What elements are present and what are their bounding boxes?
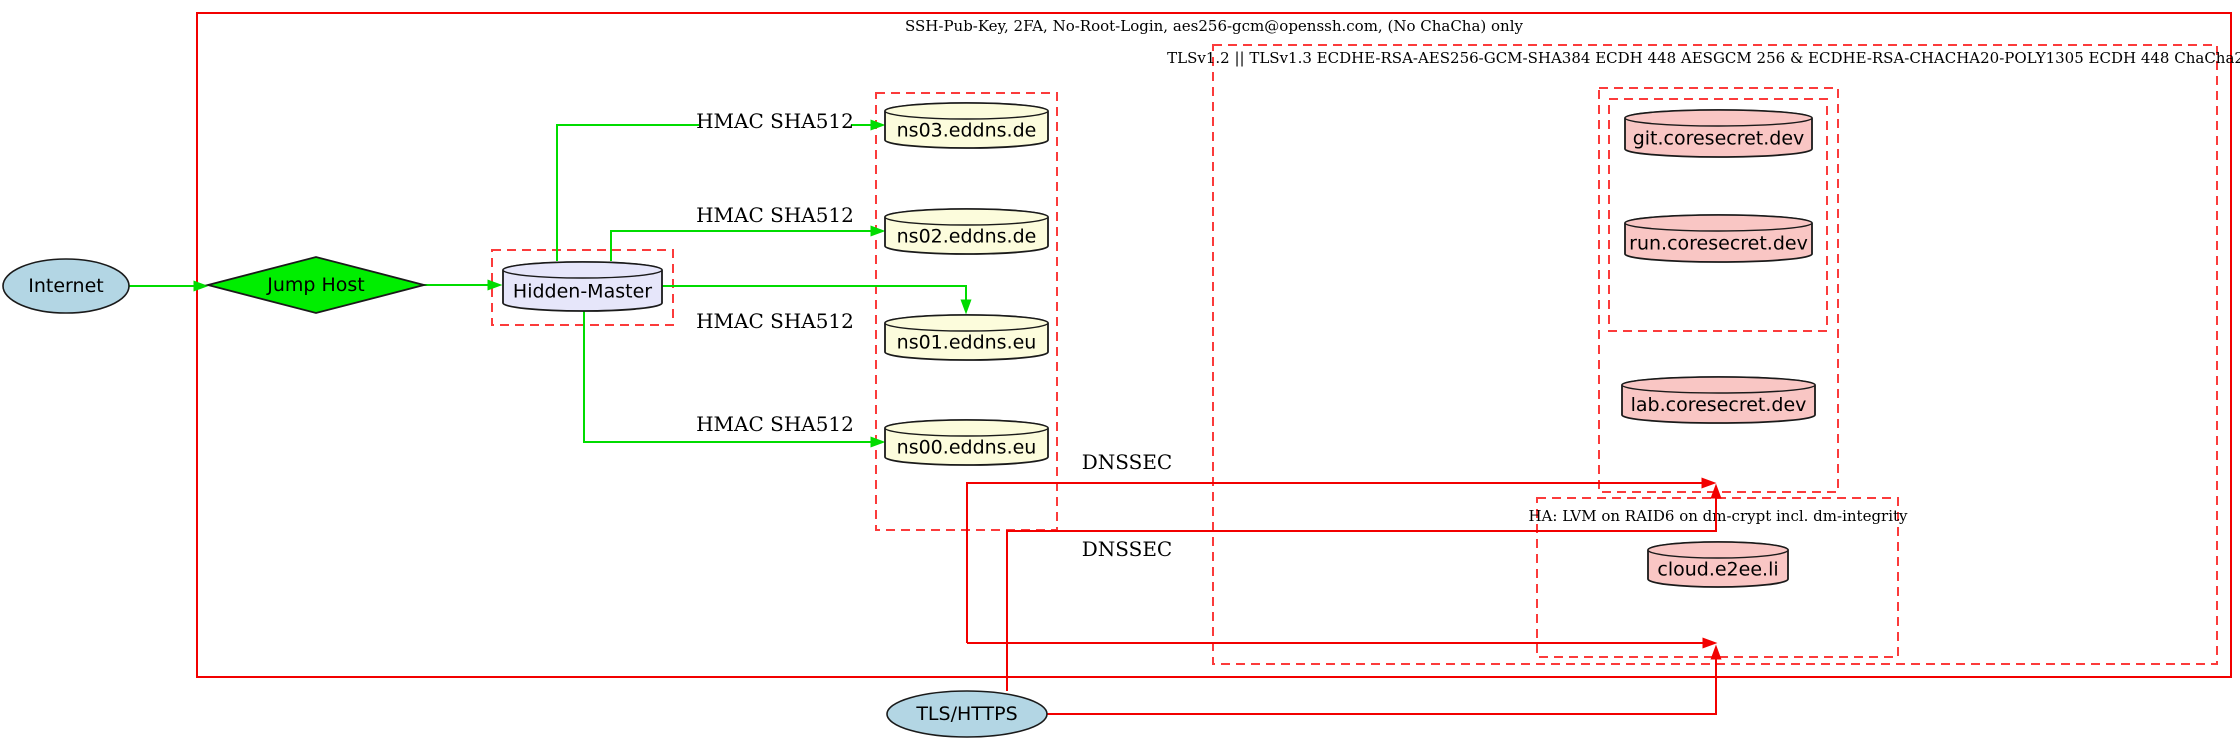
node-run-coresecret-label: run.coresecret.dev [1629,233,1808,255]
node-lab-coresecret-cap-icon [1621,376,1816,394]
tls-to-coresecret-arrowhead-icon [1702,637,1718,649]
hmac-label-ns00: HMAC SHA512 [696,412,854,436]
node-ns02-cap-icon [884,208,1049,226]
node-run-coresecret-cap-icon [1624,214,1813,232]
node-cloud-e2ee-cap-icon [1647,541,1789,559]
coresecret-inner-cluster-box [1608,98,1828,332]
internet-to-jumphost-arrowhead-icon [193,280,209,292]
hmac-label-ns03: HMAC SHA512 [696,109,854,133]
hidden-master-cluster-box [491,249,674,326]
tls-to-ha-line [1047,657,1717,715]
node-ns00-label: ns00.eddns.eu [897,437,1037,459]
dnssec-label-2: DNSSEC [1082,537,1173,561]
ha-cluster-label: HA: LVM on RAID6 on dm-crypt incl. dm-in… [1528,507,1908,525]
hmac-label-ns02-bg [699,204,851,226]
hiddenmaster-to-ns03-arrowhead-icon [870,119,886,131]
node-jump-host [204,256,428,314]
ssh-boundary-box [196,12,2232,678]
hmac-label-ns02: HMAC SHA512 [696,203,854,227]
hmac-label-ns01-bg [699,310,851,332]
node-ns02-label: ns02.eddns.de [897,226,1037,248]
node-ns03-cap-icon [884,102,1049,120]
node-git-coresecret-cap-icon [1624,109,1813,127]
hiddenmaster-to-ns02-line [610,230,873,261]
dnssec-to-coresecret-arrowhead-icon [1701,477,1717,489]
coresecret-outer-cluster-box [1598,87,1839,493]
ssh-boundary-label: SSH-Pub-Key, 2FA, No-Root-Login, aes256-… [905,17,1524,35]
tls-boundary-box [1212,44,2218,665]
node-tls-https-label: TLS/HTTPS [915,703,1017,725]
node-lab-coresecret-label: lab.coresecret.dev [1631,394,1807,416]
dnssec-to-ha-arrowhead-icon [1710,483,1722,499]
node-internet-label: Internet [28,275,103,297]
node-ns00-cap-icon [884,419,1049,437]
hiddenmaster-to-ns02-arrowhead-icon [870,225,886,237]
node-git-coresecret-label: git.coresecret.dev [1633,128,1805,150]
tls-to-ha-arrowhead-icon [1710,644,1722,660]
hmac-label-ns03-bg [699,110,851,132]
node-ns01-cap-icon [884,314,1049,332]
dnssec-label-1: DNSSEC [1082,450,1173,474]
node-cloud-e2ee-label: cloud.e2ee.li [1657,559,1778,581]
node-hidden-master-label: Hidden-Master [513,281,652,303]
hiddenmaster-to-ns01-arrowhead-icon [960,299,972,315]
hmac-label-ns01: HMAC SHA512 [696,309,854,333]
hiddenmaster-to-ns00-line [583,311,873,443]
dnssec-to-coresecret-line [966,482,1704,643]
node-internet [2,258,130,314]
node-hidden-master-cap-icon [502,261,663,279]
hiddenmaster-to-ns00-arrowhead-icon [870,436,886,448]
node-ns03-label: ns03.eddns.de [897,120,1037,142]
jumphost-to-hiddenmaster-arrowhead-icon [487,279,503,291]
hiddenmaster-to-ns03-line [556,124,873,261]
dnssec-to-ha-line [1006,496,1717,691]
node-ns01-label: ns01.eddns.eu [897,332,1037,354]
node-tls-https [886,690,1048,738]
tls-boundary-label: TLSv1.2 || TLSv1.3 ECDHE-RSA-AES256-GCM-… [1167,49,2240,67]
hmac-label-ns00-bg [699,413,851,435]
hiddenmaster-to-ns01-line [662,285,967,302]
node-jump-host-label: Jump Host [266,274,365,296]
